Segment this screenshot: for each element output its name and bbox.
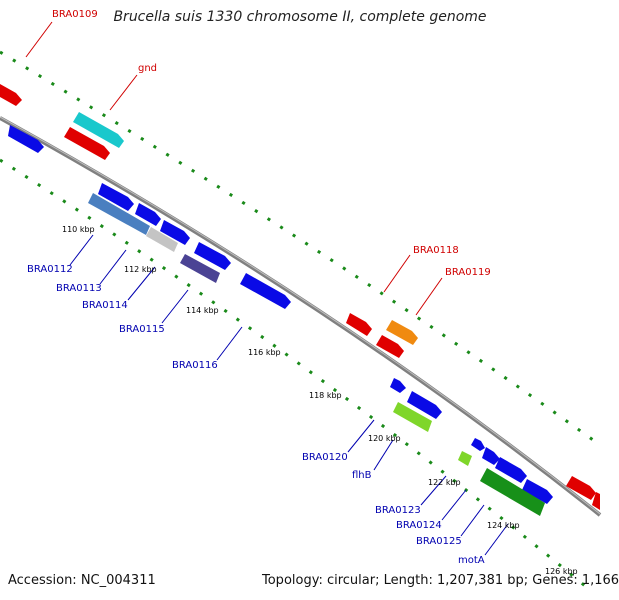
callout-line-bra0123 (420, 475, 447, 506)
map-title: Brucella suis 1330 chromosome II, comple… (113, 9, 487, 25)
gene-label-gnd[interactable]: gnd (138, 63, 157, 74)
tick-label: 112 kbp (124, 265, 157, 274)
gene-bra0113[interactable] (88, 193, 150, 235)
gene-bra0114-grey[interactable] (146, 227, 178, 252)
callout-line-bra0114 (127, 266, 156, 301)
tick-label: 114 kbp (186, 306, 219, 315)
gene-bra0123-green[interactable] (458, 451, 472, 466)
gene-labels: BRA0109 gnd BRA0118 BRA0119 BRA0112 BRA0… (27, 9, 491, 566)
tick-labels: 110 kbp 112 kbp 114 kbp 116 kbp 118 kbp … (62, 225, 578, 576)
callout-line-bra0113 (99, 249, 127, 285)
gene-bra0115-slate[interactable] (180, 254, 220, 283)
tick-label: 110 kbp (62, 225, 95, 234)
gene-label-bra0118[interactable]: BRA0118 (413, 245, 459, 256)
callout-line-bra0116 (216, 326, 243, 361)
callout-line-gnd (109, 74, 138, 111)
callout-line-bra0118 (383, 254, 411, 293)
gene-reverse-blue-3[interactable] (407, 391, 442, 419)
gene-forward-red-3[interactable] (566, 476, 596, 500)
chromosome-backbone-highlight (0, 116, 601, 515)
outer-tick-ring (0, 50, 601, 447)
gene-bra0115[interactable] (160, 220, 190, 245)
callout-line-bra0112 (69, 234, 94, 266)
gene-label-bra0116[interactable]: BRA0116 (172, 360, 218, 371)
gene-bra0120[interactable] (390, 378, 406, 393)
gene-label-bra0125[interactable]: BRA0125 (416, 536, 462, 547)
forward-genes (0, 84, 600, 510)
gene-label-flhB[interactable]: flhB (352, 470, 372, 481)
chromosome-backbone (0, 116, 602, 517)
gene-label-bra0109[interactable]: BRA0109 (52, 9, 98, 20)
genome-map: BRA0109 gnd BRA0118 BRA0119 BRA0112 BRA0… (0, 9, 602, 592)
gene-label-bra0120[interactable]: BRA0120 (302, 452, 348, 463)
callout-line-bra0115 (161, 289, 189, 324)
gene-forward-red-4[interactable] (592, 492, 600, 510)
gene-label-bra0119[interactable]: BRA0119 (445, 267, 491, 278)
gene-label-bra0113[interactable]: BRA0113 (56, 283, 102, 294)
gene-bra0123[interactable] (471, 438, 485, 451)
reverse-genes (8, 125, 553, 516)
tick-label: 122 kbp (428, 478, 461, 487)
gene-bra0114[interactable] (135, 203, 161, 226)
gene-label-bra0112[interactable]: BRA0112 (27, 264, 73, 275)
gene-bra0112[interactable] (98, 183, 134, 211)
gene-bra0124[interactable] (482, 447, 500, 465)
gene-reverse-blue-0[interactable] (8, 125, 44, 153)
tick-label: 120 kbp (368, 434, 401, 443)
gene-bra0116[interactable] (240, 273, 291, 309)
accession-label: Accession: NC_004311 (8, 573, 156, 588)
callout-line-bra0124 (441, 489, 467, 521)
gene-label-bra0114[interactable]: BRA0114 (82, 300, 128, 311)
gene-reverse-blue-4[interactable] (522, 479, 553, 504)
callout-line-bra0120 (347, 419, 375, 453)
callout-line-bra0109 (25, 21, 53, 58)
tick-label: 126 kbp (545, 567, 578, 576)
gene-reverse-blue-2[interactable] (194, 242, 231, 270)
gene-label-bra0124[interactable]: BRA0124 (396, 520, 442, 531)
gene-label-bra0123[interactable]: BRA0123 (375, 505, 421, 516)
gene-flhB[interactable] (393, 402, 432, 432)
callout-line-bra0125 (460, 504, 485, 537)
gene-forward-red-2[interactable] (376, 335, 404, 358)
tick-label: 118 kbp (309, 391, 342, 400)
tick-label: 124 kbp (487, 521, 520, 530)
genome-summary-label: Topology: circular; Length: 1,207,381 bp… (262, 573, 619, 588)
gene-label-motA[interactable]: motA (458, 555, 485, 566)
gene-bra0118[interactable] (346, 313, 372, 336)
gene-bra0125[interactable] (495, 457, 527, 483)
gene-motA[interactable] (480, 468, 545, 516)
callout-lines (25, 21, 509, 556)
gene-label-bra0115[interactable]: BRA0115 (119, 324, 165, 335)
gene-bra0119[interactable] (386, 320, 418, 345)
callout-line-motA (484, 523, 509, 556)
gene-forward-red-1[interactable] (64, 127, 110, 160)
callout-line-bra0119 (415, 277, 443, 316)
tick-label: 116 kbp (248, 348, 281, 357)
gene-gnd[interactable] (73, 112, 124, 148)
gene-bra0109[interactable] (0, 84, 22, 106)
callout-line-flhB (373, 439, 394, 471)
